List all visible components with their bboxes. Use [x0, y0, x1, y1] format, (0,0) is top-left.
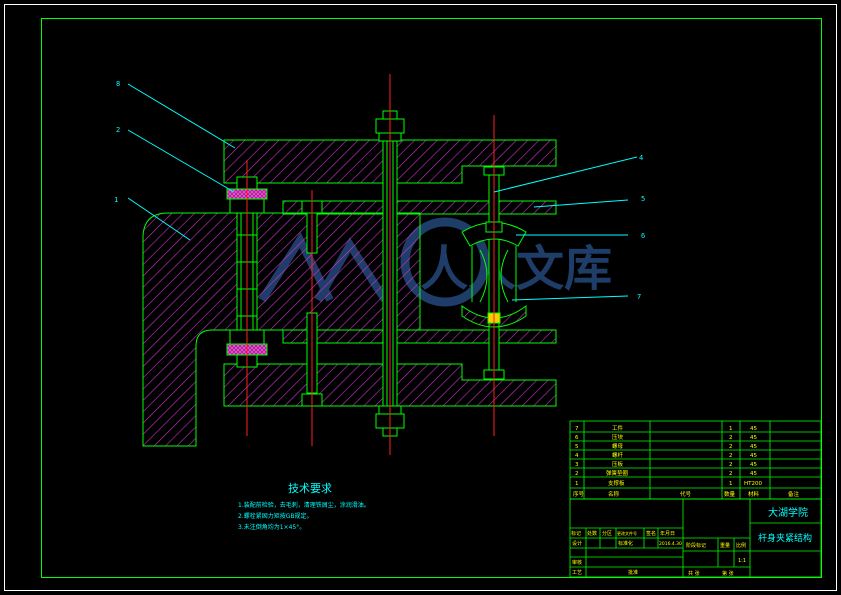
center-lines	[246, 74, 495, 455]
sheet-number: 第 张	[722, 570, 734, 577]
callout-4: 4	[639, 154, 643, 162]
technical-notes: 技术要求 1.装配前检验，去毛刺，清理铁屑尘，涂润滑油。 2.螺栓紧固力矩按GB…	[238, 482, 370, 531]
bom-row: 4 螺杆 2 45	[575, 451, 757, 459]
svg-text:45: 45	[750, 426, 757, 432]
svg-text:3: 3	[575, 462, 579, 468]
scale-value: 1:1	[738, 558, 746, 564]
rev-label: 标记	[571, 530, 581, 537]
callout-5: 5	[641, 195, 645, 203]
svg-text:压板: 压板	[612, 460, 624, 468]
bom-row: 6 压块 2 45	[575, 433, 757, 441]
svg-text:材料: 材料	[748, 490, 760, 498]
svg-text:数量: 数量	[724, 490, 736, 498]
svg-text:2: 2	[729, 462, 733, 468]
rev-label: 更改文件号	[617, 530, 637, 536]
svg-text:代号: 代号	[680, 490, 692, 498]
bom-row: 7 工件 1 45	[575, 424, 757, 432]
rev-label: 签名	[646, 530, 656, 537]
svg-text:45: 45	[750, 462, 757, 468]
svg-text:2: 2	[729, 453, 733, 459]
svg-text:1: 1	[729, 426, 733, 432]
svg-text:45: 45	[750, 444, 757, 450]
upper-press-strip	[282, 200, 557, 215]
rev-label: 年月日	[660, 530, 675, 537]
svg-text:压块: 压块	[612, 433, 624, 441]
svg-text:工件: 工件	[612, 424, 624, 432]
callout-numbers: 8 2 1 4 5 6 7	[114, 80, 645, 301]
weight-label: 重量	[720, 542, 730, 549]
svg-text:备注: 备注	[788, 490, 800, 498]
drawing-border	[41, 18, 822, 578]
lower-press-strip	[282, 329, 557, 344]
rev-label: 分区	[602, 530, 612, 537]
svg-text:螺母: 螺母	[612, 442, 624, 450]
note-3: 3.未注倒角均为1×45°。	[238, 523, 305, 531]
title-block	[569, 498, 822, 578]
support-plate	[142, 212, 421, 447]
bom-row: 3 压板 2 45	[575, 460, 757, 468]
design-label: 设计	[572, 540, 582, 547]
bom-text: 7 工件 1 45 6 压块 2 45 5 螺母 2 45 4 螺杆 2 45 3 压板 2 45 2 弹簧垫圈…	[573, 424, 800, 498]
process-label: 工艺	[572, 570, 582, 576]
callout-7: 7	[637, 293, 641, 301]
svg-text:HT200: HT200	[744, 481, 762, 487]
check-label: 审核	[572, 559, 582, 566]
svg-text:2: 2	[729, 444, 733, 450]
note-2: 2.螺栓紧固力矩按GB规定。	[238, 512, 313, 520]
svg-text:螺杆: 螺杆	[612, 451, 624, 459]
svg-text:序号: 序号	[573, 490, 585, 498]
svg-text:2: 2	[729, 471, 733, 477]
bom-table	[569, 420, 822, 500]
notes-title: 技术要求	[288, 482, 332, 495]
bom-header: 序号 名称 代号 数量 材料 备注	[573, 490, 800, 498]
svg-text:2: 2	[575, 471, 579, 477]
bom-row: 5 螺母 2 45	[575, 442, 757, 450]
date-value: 2016.4.30	[659, 541, 682, 547]
std-label: 标准化	[618, 540, 633, 547]
leader-lines	[127, 83, 638, 301]
svg-text:5: 5	[575, 444, 579, 450]
svg-text:45: 45	[750, 435, 757, 441]
bom-row: 2 弹簧垫圈 2 45	[575, 469, 757, 477]
drawing-name: 杆身夹紧结构	[758, 532, 812, 544]
callout-2: 2	[116, 126, 120, 134]
note-1: 1.装配前检验，去毛刺，清理铁屑尘，涂润滑油。	[238, 501, 370, 509]
svg-text:支撑板: 支撑板	[608, 479, 625, 487]
school-name: 大湖学院	[768, 506, 808, 519]
rev-label: 处数	[587, 530, 597, 537]
svg-text:弹簧垫圈: 弹簧垫圈	[606, 469, 629, 477]
svg-text:2: 2	[729, 435, 733, 441]
svg-text:1: 1	[575, 481, 579, 487]
svg-text:45: 45	[750, 453, 757, 459]
sheets-count: 共 张	[688, 570, 700, 577]
callout-8: 8	[116, 80, 120, 88]
svg-text:45: 45	[750, 471, 757, 477]
svg-text:7: 7	[575, 426, 579, 432]
workpiece	[471, 246, 517, 303]
approve-label: 批准	[628, 569, 638, 576]
svg-text:4: 4	[575, 453, 579, 459]
title-block-text: 大湖学院 杆身夹紧结构 标记 处数 分区 更改文件号 签名 年月日 设计 标准化…	[571, 506, 812, 577]
callout-1: 1	[114, 196, 118, 204]
svg-text:名称: 名称	[608, 490, 620, 498]
bom-row: 1 支撑板 1 HT200	[575, 479, 762, 487]
outer-frame	[4, 4, 837, 591]
svg-text:1: 1	[729, 481, 733, 487]
stage-label: 阶段标记	[686, 542, 706, 549]
scale-label: 比例	[736, 542, 746, 549]
callout-6: 6	[641, 232, 645, 240]
svg-text:6: 6	[575, 435, 579, 441]
